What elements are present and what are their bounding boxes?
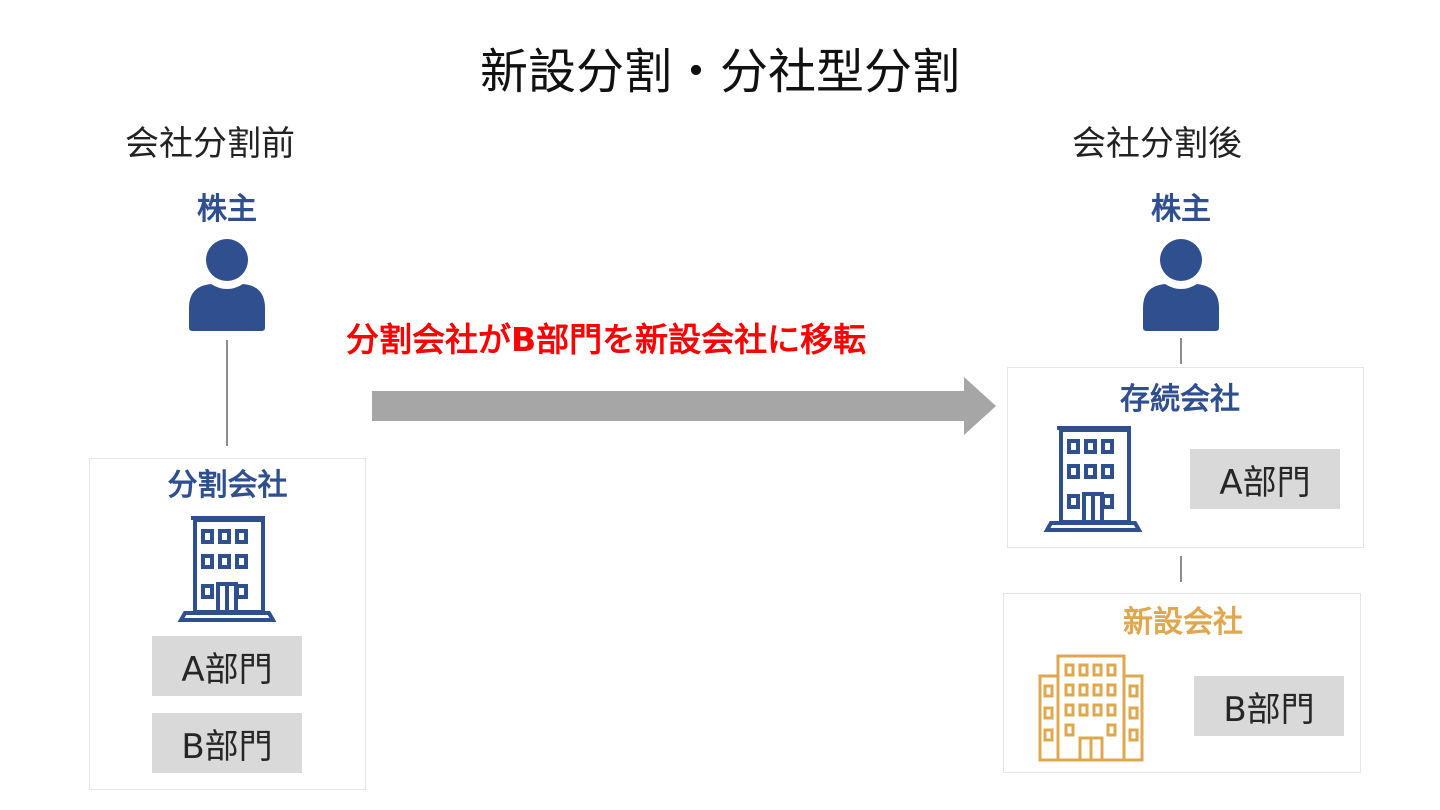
split-company-dept-a: A部門 [152, 636, 302, 696]
new-company-building-icon [1036, 652, 1146, 764]
after-connector-line-top [1180, 338, 1182, 364]
transfer-arrow [372, 377, 996, 435]
surviving-company-dept-a: A部門 [1190, 449, 1340, 509]
after-shareholder-label: 株主 [1151, 192, 1211, 227]
before-person-icon [187, 238, 267, 332]
before-shareholder-label: 株主 [197, 192, 257, 227]
after-heading: 会社分割後 [1072, 124, 1242, 164]
diagram-title: 新設分割・分社型分割 [479, 44, 960, 100]
before-heading: 会社分割前 [125, 124, 295, 164]
transfer-caption: 分割会社がB部門を新設会社に移転 [346, 320, 867, 359]
surviving-company-building-icon [1043, 424, 1143, 534]
after-person-icon [1141, 238, 1221, 332]
surviving-company-label: 存続会社 [1120, 382, 1240, 417]
split-company-building-icon [177, 514, 277, 624]
split-company-label: 分割会社 [167, 468, 288, 503]
new-company-dept-b: B部門 [1194, 676, 1344, 736]
new-company-label: 新設会社 [1123, 605, 1243, 640]
after-connector-line-bottom [1180, 556, 1182, 582]
before-connector-line [226, 340, 228, 446]
split-company-dept-b: B部門 [152, 713, 302, 773]
